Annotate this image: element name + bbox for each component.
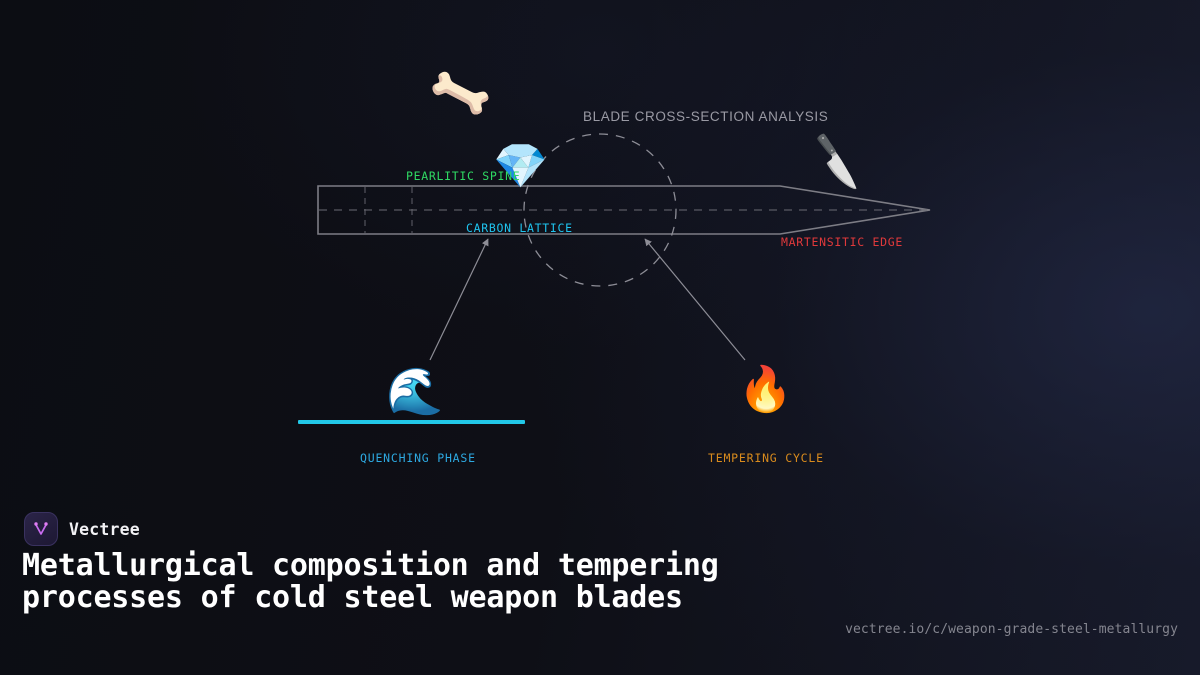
wave-icon: 🌊 [386, 364, 444, 418]
annotation-carbon-lattice: CARBON LATTICE [466, 221, 573, 235]
node-label-tempering-cycle: TEMPERING CYCLE [708, 451, 824, 465]
knife-icon: 🔪 [805, 130, 870, 193]
blade-diagram [317, 133, 931, 361]
connector-quench-arrow [429, 238, 489, 361]
brand-name: Vectree [69, 519, 140, 539]
blade-outline [317, 185, 931, 235]
fire-icon: 🔥 [738, 364, 793, 415]
footer: Vectree Metallurgical composition and te… [0, 498, 1200, 675]
brand-row: Vectree [24, 512, 140, 546]
annotation-martensitic-edge: MARTENSITIC EDGE [781, 235, 903, 249]
annotation-pearlitic-spine: PEARLITIC SPINE [406, 169, 521, 183]
vectree-logo-icon [24, 512, 58, 546]
gem-icon: 💎 [493, 141, 548, 192]
node-label-quenching-phase: QUENCHING PHASE [360, 451, 476, 465]
footer-url: vectree.io/c/weapon-grade-steel-metallur… [845, 622, 1178, 637]
page-title: Metallurgical composition and tempering … [22, 548, 719, 615]
diagram-title: BLADE CROSS-SECTION ANALYSIS [583, 109, 829, 124]
connector-temper-arrow [644, 238, 746, 361]
cross-section-circle [523, 133, 677, 287]
quenching-progress-bar [298, 420, 525, 424]
